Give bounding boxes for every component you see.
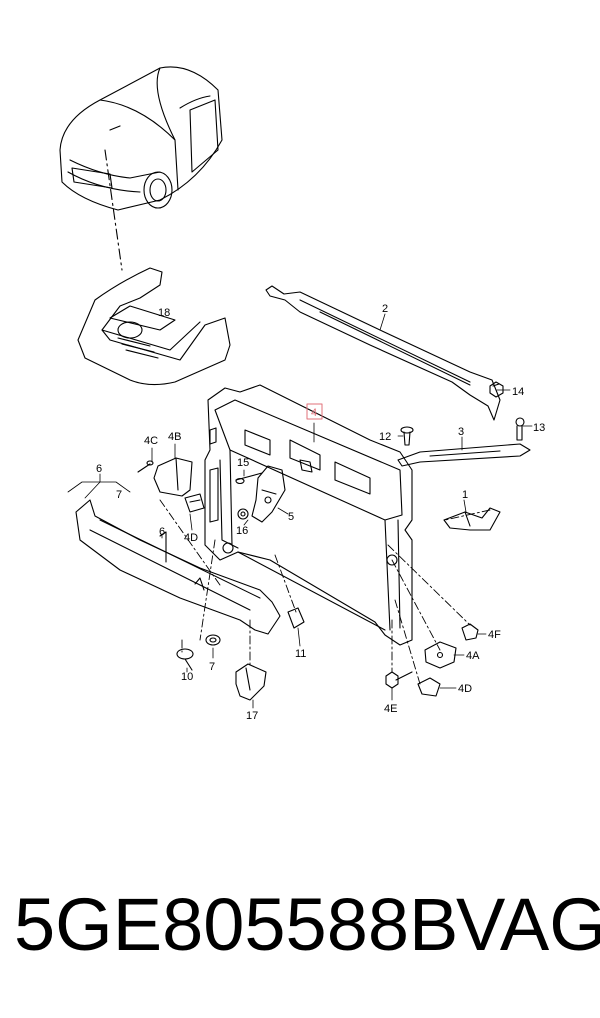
label-16: 16 (236, 525, 248, 537)
part-number-text: 5GE805588B (14, 883, 459, 966)
label-7-lower: 7 (209, 661, 215, 673)
part-labels: 18 2 14 4 12 13 3 4C 4B 15 6 7 1 5 16 4D… (96, 303, 545, 722)
label-10: 10 (181, 671, 193, 683)
label-4c: 4C (144, 435, 158, 447)
label-2: 2 (382, 303, 388, 315)
part-4e-bolt (385, 671, 413, 689)
leader-line (104, 149, 123, 271)
part-2-upper-crossmember (265, 285, 501, 421)
label-13: 13 (533, 422, 545, 434)
part-6-lower-reinforcement (75, 499, 281, 635)
part-17-bracket (235, 663, 267, 701)
label-1: 1 (462, 489, 468, 501)
car-illustration (59, 66, 223, 211)
label-4d-right: 4D (458, 683, 472, 695)
part-7-washer (205, 634, 221, 646)
label-4a: 4A (466, 650, 480, 662)
label-6-top: 6 (96, 463, 102, 475)
part-4d-clip-right (417, 677, 441, 697)
label-17: 17 (246, 710, 258, 722)
part-4b-bracket (153, 457, 193, 497)
label-15: 15 (237, 457, 249, 469)
label-4b: 4B (168, 431, 181, 443)
highlight-box-part-4 (306, 403, 323, 420)
part-5-bracket (251, 465, 286, 523)
label-4f: 4F (488, 629, 501, 641)
label-11: 11 (295, 648, 306, 660)
part-4-lock-carrier (204, 384, 413, 646)
part-15-bolt (235, 472, 263, 485)
label-5: 5 (288, 511, 294, 523)
part-4d-clip-left (184, 493, 205, 513)
part-16-nut (237, 508, 249, 520)
label-12: 12 (379, 431, 391, 443)
part-4c-screw (137, 460, 154, 473)
part-4f-nut (461, 623, 479, 641)
part-3-bracket-strip (397, 443, 531, 467)
brand-text: VAG (456, 883, 600, 966)
assembly-lines (159, 499, 491, 685)
exploded-parts-diagram: 18 2 14 4 12 13 3 4C 4B 15 6 7 1 5 16 4D… (59, 66, 545, 722)
label-4e: 4E (384, 703, 397, 715)
label-4d-left: 4D (184, 532, 198, 544)
part-13-bolt (515, 417, 525, 441)
part-1-bracket (443, 507, 501, 531)
part-10-bolt (176, 648, 194, 671)
label-18: 18 (158, 307, 170, 319)
label-6-lower: 6 (159, 526, 165, 538)
part-11-clip (287, 607, 305, 629)
label-7-top: 7 (116, 489, 122, 501)
part-12-screw (400, 426, 414, 446)
part-14-nut (489, 381, 504, 398)
label-3: 3 (458, 426, 464, 438)
label-14: 14 (512, 386, 524, 398)
label-4: 4 (311, 407, 317, 419)
label-leaders (67, 313, 533, 709)
part-18-cover (77, 267, 231, 386)
part-4a-bracket (424, 641, 457, 669)
